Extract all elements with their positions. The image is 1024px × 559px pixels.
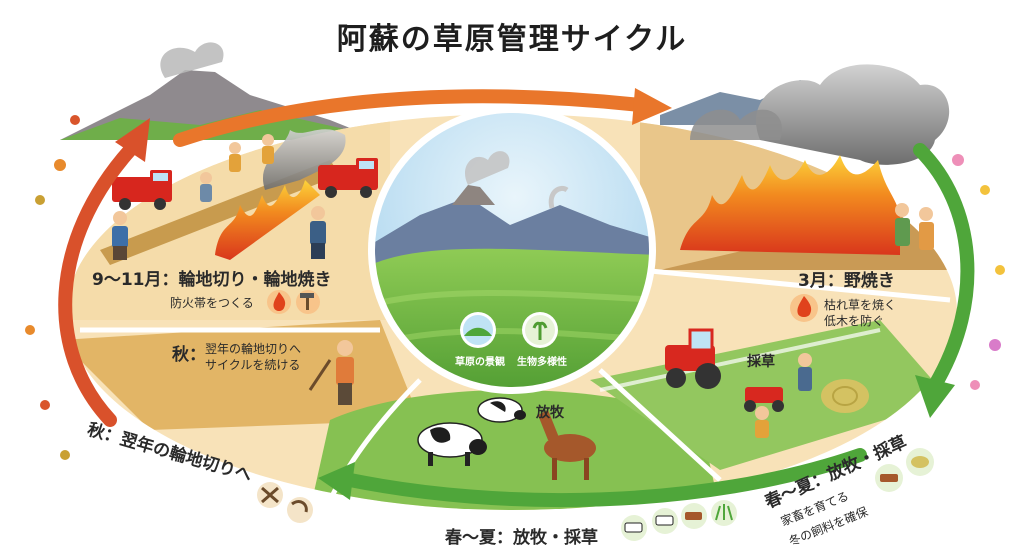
center-landscape xyxy=(368,106,656,394)
horse-icon-right xyxy=(875,464,903,492)
autumn-next-heading: 秋： xyxy=(172,345,206,365)
march-sub2: 低木を防ぐ xyxy=(824,314,885,328)
horse xyxy=(538,410,596,480)
decor-leaves xyxy=(25,115,80,460)
fire-truck-right xyxy=(318,158,378,198)
haybale-icon xyxy=(906,448,934,476)
biodiversity-badge-icon xyxy=(522,312,558,348)
fire-icon xyxy=(267,290,291,314)
landscape-badge-icon xyxy=(460,312,496,348)
decor-flowers xyxy=(952,154,1005,390)
hay-bale xyxy=(821,379,869,413)
sickle-icon xyxy=(287,497,313,523)
worker-hose xyxy=(200,134,274,202)
observers xyxy=(895,203,934,250)
page-title: 阿蘇の草原管理サイクル xyxy=(336,22,688,57)
worker-scythe xyxy=(308,340,354,405)
segment-mowing: 採草 xyxy=(747,354,775,370)
cow-icon xyxy=(621,515,647,541)
cycle-arrows xyxy=(58,88,975,508)
march-fire-icon xyxy=(790,294,818,322)
center-badge-landscape: 草原の景観 xyxy=(455,357,505,368)
grass-icon xyxy=(711,500,737,526)
autumn-fire-sub: 防火帯をつくる xyxy=(170,296,254,310)
cow-2 xyxy=(477,397,526,423)
autumn-fire-heading: 9〜11月：輪地切り・輪地焼き xyxy=(92,270,332,290)
cow-1 xyxy=(417,422,487,466)
fire-truck-left xyxy=(112,170,172,210)
field-burning-fire xyxy=(680,64,950,255)
tractor xyxy=(665,328,721,389)
autumn-next-line1: 翌年の輪地切りへ xyxy=(205,342,302,356)
segment-grazing: 放牧 xyxy=(536,405,564,421)
march-heading: 3月：野焼き xyxy=(798,271,895,291)
march-sub1: 枯れ草を焼く xyxy=(824,298,897,312)
cows-icon xyxy=(652,508,678,534)
horse-icon xyxy=(681,503,707,529)
outer-label-bottom: 春〜夏：放牧・採草 xyxy=(445,528,598,548)
autumn-next-line2: サイクルを続ける xyxy=(205,358,301,372)
worker-torch xyxy=(310,206,326,259)
center-badge-biodiversity: 生物多様性 xyxy=(517,357,567,368)
hammer-icon xyxy=(296,290,320,314)
tools-icon xyxy=(257,482,283,508)
worker-mowing xyxy=(112,211,128,260)
worker-crouching xyxy=(755,406,769,438)
firebreak-flames xyxy=(215,129,346,260)
mower xyxy=(744,353,812,412)
